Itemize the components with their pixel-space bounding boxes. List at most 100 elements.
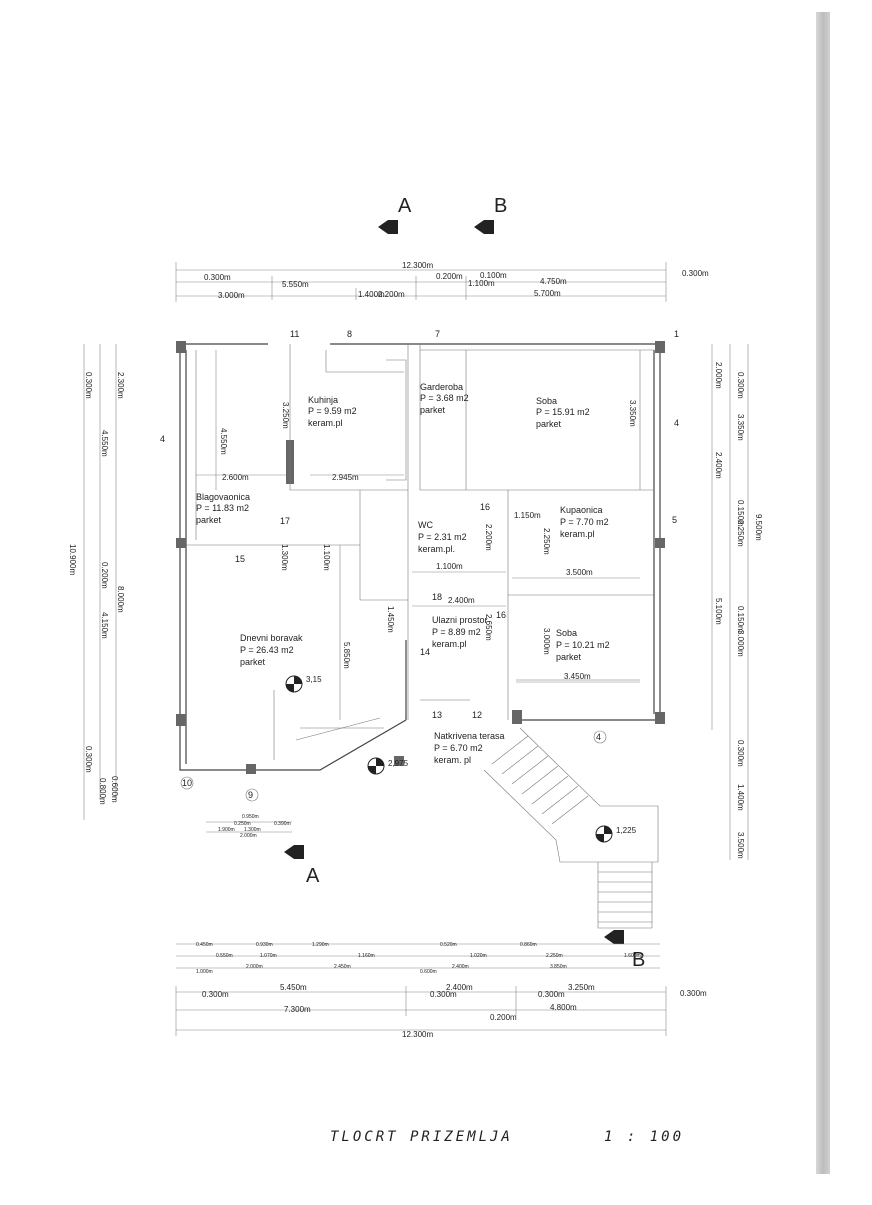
right-dim: 0.300m (736, 372, 745, 399)
axis-label: 8 (347, 329, 352, 339)
dim-top-r1-1: 5.550m (282, 280, 309, 289)
room-name: Natkrivena terasa (434, 731, 505, 741)
room-floor: keram.pl. (418, 544, 455, 554)
room-blagovaonica: Blagovaonica P = 11.83 m2 parket (196, 492, 250, 525)
room-dnevni-boravak: Dnevni boravak P = 26.43 m2 parket (240, 633, 303, 667)
column (176, 538, 186, 548)
room-name: Kupaonica (560, 505, 603, 515)
section-marker-b-bottom: B (604, 930, 645, 971)
room-wc: WC P = 2.31 m2 keram.pl. (418, 520, 467, 554)
dim-top-r1-3: 0.100m (480, 271, 507, 280)
room-area: P = 2.31 m2 (418, 532, 467, 542)
small-dim: 2.450m (334, 964, 351, 970)
dim-top-r1-0: 0.300m (204, 273, 231, 282)
small-dim: 0.930m (256, 942, 273, 948)
top-dimensions: 12.300m 0.300m 5.550m 0.200m 0.100m 4.75… (175, 261, 709, 302)
drawing-title: TLOCRT PRIZEMLJA (330, 1129, 513, 1145)
column (655, 538, 665, 548)
small-dim: 1.290m (312, 942, 329, 948)
left-dim: 0.200m (100, 562, 109, 589)
level-marker-terrace: 2,975 (367, 757, 409, 775)
axis-label: 13 (432, 710, 442, 720)
section-marker-a-bottom: A (284, 845, 320, 887)
axis-label: 16 (480, 502, 490, 512)
bottom-dimensions: 0.450m 0.930m 1.290m 0.520m 0.860m 0.550… (175, 942, 707, 1039)
room-area: P = 11.83 m2 (196, 503, 249, 513)
axis-label: 15 (235, 554, 245, 564)
right-dimensions: 0.300m 3.350m 0.150m 2.250m 0.150m 3.000… (711, 344, 763, 860)
small-dim: 0.250m (234, 821, 251, 827)
level-marker-living: 3,15 (285, 675, 322, 693)
room-area: P = 3.68 m2 (420, 393, 469, 403)
section-arrow-icon (474, 220, 494, 234)
right-dim: 0.150m (736, 500, 745, 527)
room-kuhinja: Kuhinja P = 9.59 m2 keram.pl (308, 395, 357, 428)
section-label-b-bottom: B (632, 949, 645, 971)
room-floor: parket (420, 405, 446, 415)
bottom-dim: 0.300m (430, 990, 457, 999)
small-dim: 0.450m (196, 942, 213, 948)
bottom-dim: 0.300m (680, 989, 707, 998)
room-soba-1: Soba P = 15.91 m2 parket (536, 396, 590, 429)
column (655, 341, 665, 353)
room-name: WC (418, 520, 433, 530)
column (655, 712, 665, 724)
left-dim: 0.600m (110, 776, 119, 803)
axis-label: 4 (596, 732, 601, 742)
room-area: P = 10.21 m2 (556, 640, 610, 650)
axis-label: 12 (472, 710, 482, 720)
small-dim: 1.070m (260, 953, 277, 959)
small-dim: 1.000m (196, 969, 213, 975)
inner-dim: 5.850m (342, 642, 351, 669)
section-label-b-top: B (494, 195, 507, 217)
room-garderoba: Garderoba P = 3.68 m2 parket (420, 382, 469, 415)
inner-dim: 2.400m (448, 596, 475, 605)
right-dim: 2.400m (714, 452, 723, 479)
dim-total-top: 12.300m (402, 261, 433, 270)
small-dim: 1.020m (470, 953, 487, 959)
inner-dim: 3.350m (628, 400, 637, 427)
room-name: Kuhinja (308, 395, 338, 405)
axis-label: 1 (674, 329, 679, 339)
dim-top-r2-4: 5.700m (534, 289, 561, 298)
right-dim: 2.250m (736, 520, 745, 547)
bottom-dim: 0.200m (490, 1013, 517, 1022)
room-area: P = 6.70 m2 (434, 743, 483, 753)
small-dim: 1.900m (218, 827, 235, 833)
bottom-dim: 0.300m (538, 990, 565, 999)
right-dim: 5.100m (714, 598, 723, 625)
column (512, 710, 522, 724)
dim-top-r2-2: 2.200m (378, 290, 405, 299)
section-arrow-icon (378, 220, 398, 234)
bottom-dim: 7.300m (284, 1005, 311, 1014)
axis-label: 4 (160, 434, 165, 444)
small-dim: 0.550m (216, 953, 233, 959)
right-dim: 3.000m (736, 630, 745, 657)
axis-label: 10 (182, 778, 192, 788)
dim-top-r2-3: 1.100m (468, 279, 495, 288)
inner-dim: 1.300m (280, 544, 289, 571)
dim-top-r1-2: 0.200m (436, 272, 463, 281)
room-floor: parket (240, 657, 266, 667)
small-dim: 1.160m (358, 953, 375, 959)
terrace-small-dimensions: 0.950m 0.250m 0.390m 1.900m 1.300m 2.000… (206, 814, 292, 839)
bottom-dim: 3.250m (568, 983, 595, 992)
bottom-dim-total: 12.300m (402, 1030, 433, 1039)
left-dimensions: 2.300m 4.550m 0.200m 4.150m 0.300m 0.300… (68, 344, 125, 820)
room-name: Dnevni boravak (240, 633, 303, 643)
left-dim: 8.000m (116, 586, 125, 613)
room-area: P = 9.59 m2 (308, 406, 357, 416)
room-name: Garderoba (420, 382, 463, 392)
level-marker-stairs: 1,225 (595, 825, 637, 843)
inner-dim: 1.100m (322, 544, 331, 571)
right-dim: 3.500m (736, 832, 745, 859)
left-dim: 0.300m (84, 746, 93, 773)
inner-dim: 3.000m (542, 628, 551, 655)
small-dim: 1.300m (244, 827, 261, 833)
section-arrow-icon (284, 845, 304, 859)
level-value: 1,225 (616, 826, 637, 835)
column (176, 341, 186, 353)
left-dim: 0.300m (84, 372, 93, 399)
bottom-dim: 4.800m (550, 1003, 577, 1012)
